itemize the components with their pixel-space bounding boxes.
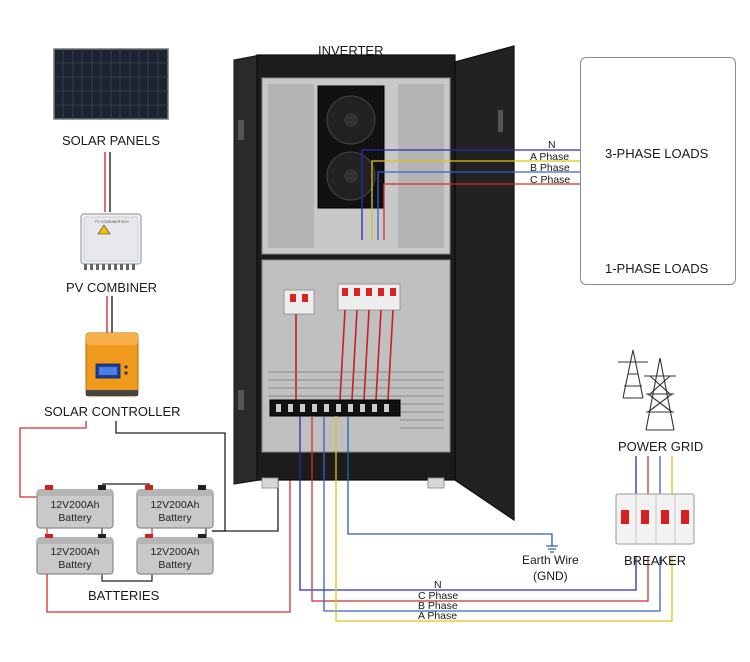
grid-wire-b-label: B Phase: [418, 600, 458, 612]
load-wire-a: [371, 160, 580, 240]
earth-ground-icon: [546, 545, 558, 553]
battery-4-rating: 12V200Ah: [150, 546, 200, 558]
earth-wire-label: Earth Wire: [522, 553, 579, 567]
solar-controller-image: [85, 332, 139, 397]
battery-3-name: Battery: [58, 559, 92, 571]
loads-panel: [580, 57, 736, 285]
earth-wire: [347, 416, 553, 546]
inverter-cabinet: [233, 45, 515, 522]
solar-panels-image: [53, 48, 169, 120]
power-grid-label: POWER GRID: [618, 439, 704, 454]
battery-link-6: [101, 574, 153, 582]
one-phase-loads-label: 1-PHASE LOADS: [605, 261, 709, 276]
load-wire-b-label: B Phase: [530, 162, 570, 174]
grid-wire-n: [299, 416, 637, 591]
pv-combiner-box-plate: PV COMBINER BOX: [95, 220, 129, 224]
battery-2-name: Battery: [158, 512, 192, 524]
load-wire-c-label: C Phase: [530, 174, 571, 186]
battery-1-text: 12V200Ah Battery: [37, 499, 113, 525]
battery-inverter-wire-neg: [212, 462, 279, 532]
load-wire-c: [383, 183, 580, 240]
three-phase-loads-label: 3-PHASE LOADS: [605, 146, 709, 161]
load-wire-n: [361, 149, 580, 240]
power-grid-tower-icon: [618, 349, 676, 431]
battery-2-rating: 12V200Ah: [150, 499, 200, 511]
batteries-label: BATTERIES: [88, 588, 160, 603]
grid-wire-c: [311, 416, 649, 602]
grid-wire-n-label: N: [434, 579, 442, 591]
battery-3-text: 12V200Ah Battery: [37, 546, 113, 572]
solar-controller-label: SOLAR CONTROLLER: [44, 404, 181, 419]
battery-3-rating: 12V200Ah: [50, 546, 100, 558]
load-wire-n-label: N: [548, 139, 556, 151]
grid-wire-b: [323, 416, 661, 612]
battery-2-text: 12V200Ah Battery: [137, 499, 213, 525]
grid-wire-a: [335, 416, 673, 622]
grid-wire-c-label: C Phase: [418, 590, 459, 602]
load-wire-b: [377, 171, 580, 240]
controller-battery-wire-pos: [19, 421, 87, 498]
battery-1-rating: 12V200Ah: [50, 499, 100, 511]
battery-1: [36, 485, 114, 529]
pv-combiner-image: [80, 213, 142, 270]
earth-wire-gnd-label: (GND): [533, 569, 568, 583]
battery-link-1: [102, 483, 150, 490]
pv-combiner-label: PV COMBINER: [66, 280, 158, 295]
inverter-label: INVERTER: [318, 43, 384, 58]
battery-4-name: Battery: [158, 559, 192, 571]
solar-panels-label: SOLAR PANELS: [62, 133, 161, 148]
grid-wire-a-label: A Phase: [418, 610, 458, 622]
load-wire-a-label: A Phase: [530, 151, 570, 163]
battery-4: [136, 534, 214, 575]
battery-4-text: 12V200Ah Battery: [137, 546, 213, 572]
battery-2: [136, 485, 214, 529]
battery-inverter-wire-pos: [46, 462, 291, 613]
battery-3: [36, 534, 114, 575]
breaker-image: [615, 493, 695, 545]
battery-1-name: Battery: [58, 512, 92, 524]
breaker-label: BREAKER: [624, 553, 687, 568]
